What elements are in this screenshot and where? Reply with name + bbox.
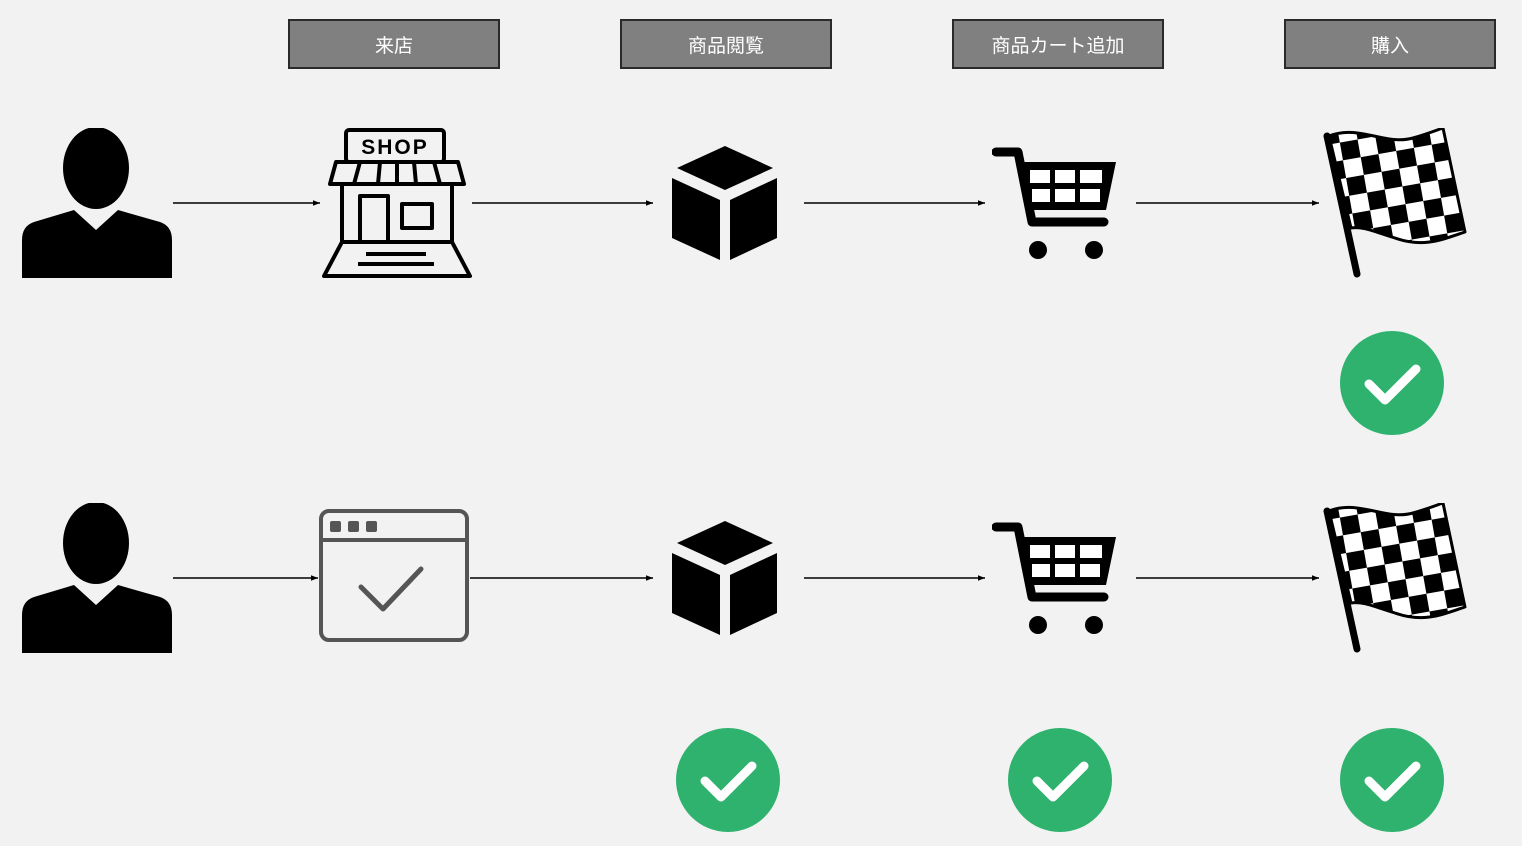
- shop-storefront-icon: SHOP: [322, 128, 472, 278]
- shopping-cart-icon: [992, 519, 1120, 637]
- step-header-visit: 来店: [288, 19, 500, 69]
- green-check-circle-icon: [676, 728, 780, 832]
- green-check-circle-icon: [1340, 331, 1444, 435]
- user-silhouette-icon: [22, 503, 172, 653]
- step-header-purchase: 購入: [1284, 19, 1496, 69]
- green-check-circle-icon: [1008, 728, 1112, 832]
- product-box-icon: [655, 503, 803, 653]
- checkered-flag-icon: [1319, 503, 1467, 653]
- checkered-flag-icon: [1319, 128, 1467, 278]
- user-silhouette-icon: [22, 128, 172, 278]
- green-check-circle-icon: [1340, 728, 1444, 832]
- shopping-cart-icon: [992, 144, 1120, 262]
- product-box-icon: [655, 128, 803, 278]
- step-header-add-to-cart: 商品カート追加: [952, 19, 1164, 69]
- browser-window-check-icon: [319, 509, 469, 642]
- shop-sign-text: SHOP: [361, 136, 429, 159]
- step-header-browse: 商品閲覧: [620, 19, 832, 69]
